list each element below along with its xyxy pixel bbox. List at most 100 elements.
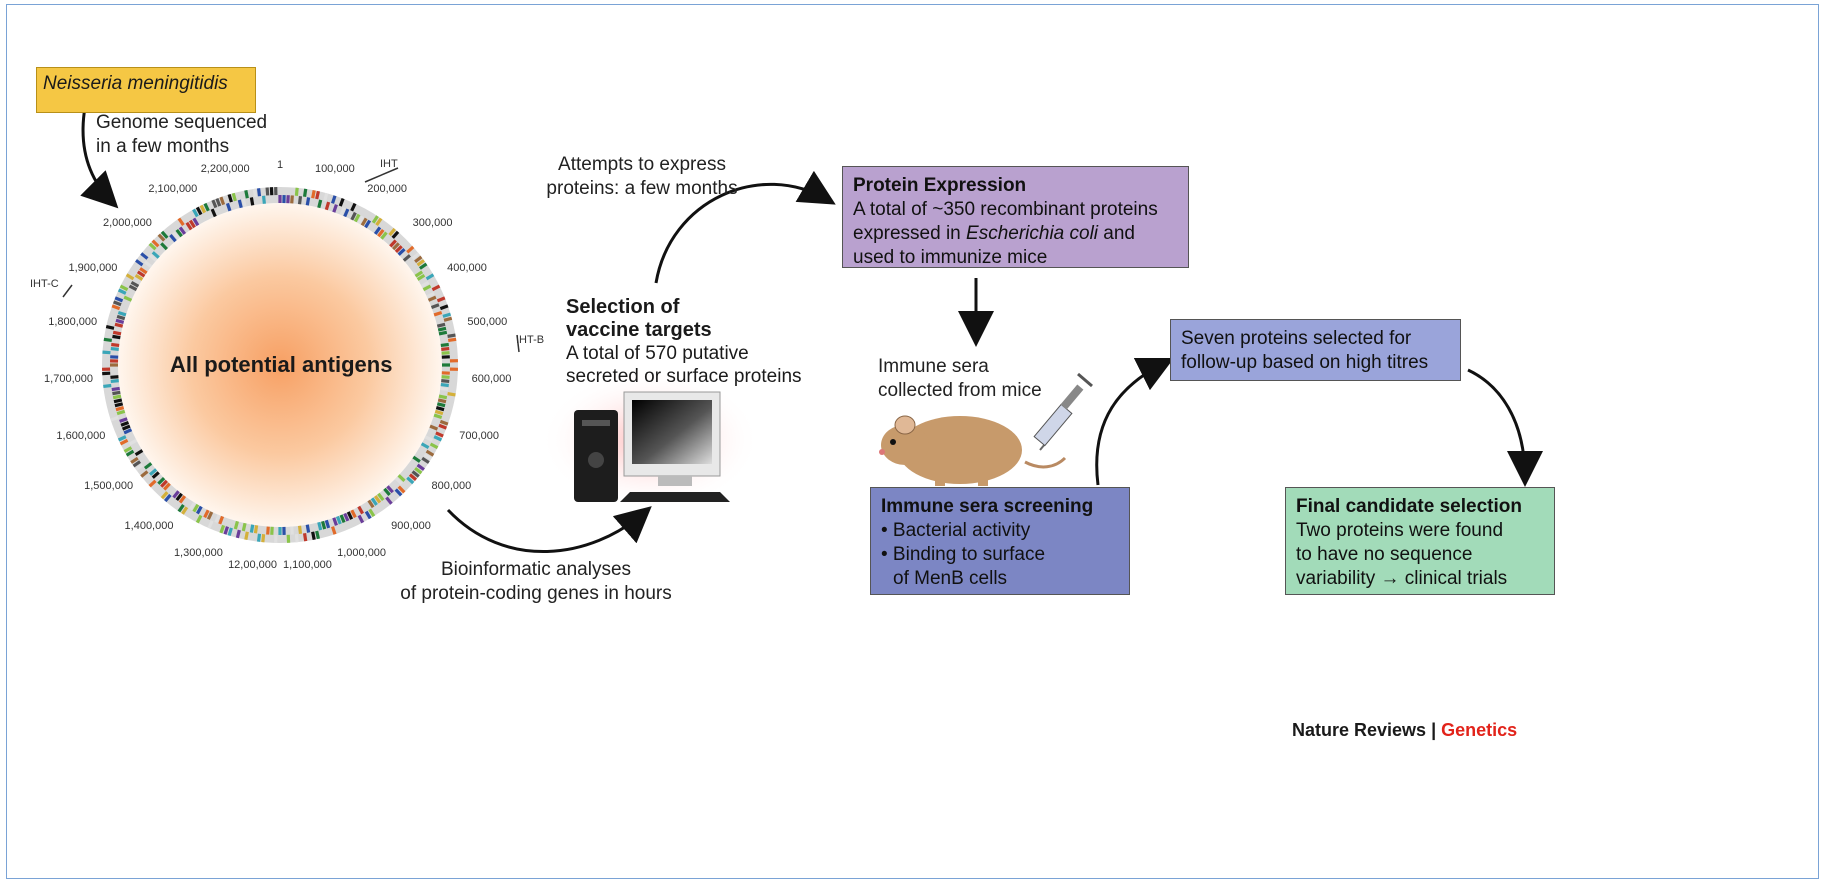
genome-tick-label: 2,100,000 xyxy=(148,182,198,195)
gene-bar xyxy=(111,342,120,348)
genome-tick-label: 1,600,000 xyxy=(56,429,106,442)
gene-bar xyxy=(364,219,372,229)
gene-bar xyxy=(134,449,144,457)
gene-bar xyxy=(120,420,130,427)
gene-bar xyxy=(332,204,338,213)
genome-sequenced-line: in a few months xyxy=(96,136,230,157)
gene-bar xyxy=(439,304,449,311)
gene-bar xyxy=(163,482,171,491)
immune-sera-line: collected from mice xyxy=(878,380,1042,401)
gene-bar xyxy=(192,217,200,227)
gene-bar xyxy=(383,487,391,496)
genome-tick-label: 200,000 xyxy=(367,182,408,195)
gene-bar xyxy=(435,431,444,438)
gene-bar xyxy=(414,466,423,475)
gene-bar xyxy=(370,497,378,506)
gene-bar xyxy=(436,296,446,303)
gene-bar xyxy=(151,251,160,259)
gene-bar xyxy=(123,295,133,302)
journal-name: Nature Reviews xyxy=(1292,720,1427,740)
gene-bar xyxy=(139,267,148,275)
attempts-line: Attempts to express xyxy=(558,154,726,175)
gene-bar xyxy=(175,228,183,238)
gene-bar xyxy=(199,204,207,214)
gene-bar xyxy=(195,505,203,515)
attempts-label: Attempts to express proteins: a few mont… xyxy=(532,153,752,201)
gene-bar xyxy=(360,217,368,227)
species-label: Neisseria meningitidis xyxy=(43,73,228,94)
gene-bar xyxy=(116,409,126,416)
gene-bar xyxy=(117,435,127,442)
gene-bar xyxy=(110,416,119,422)
screening-bullet: of MenB cells xyxy=(893,568,1008,589)
gene-bar xyxy=(266,526,270,535)
gene-bar xyxy=(339,514,346,524)
gene-bar xyxy=(203,202,210,212)
gene-bar xyxy=(438,423,448,430)
genome-tick-label: 800,000 xyxy=(431,479,472,492)
genome-tick-label: 1,000,000 xyxy=(337,546,387,559)
gene-bar xyxy=(135,259,144,267)
gene-bar xyxy=(424,435,434,442)
genome-tick-label: 700,000 xyxy=(459,429,499,442)
gene-bar xyxy=(130,456,139,464)
seven-proteins-line: follow-up based on high titres xyxy=(1181,352,1429,373)
protein-expression-line: expressed in Escherichia coli and xyxy=(853,222,1178,246)
gene-bar xyxy=(406,476,415,485)
genome-tick-label: 300,000 xyxy=(412,216,453,229)
gene-bar xyxy=(433,310,443,317)
gene-bar xyxy=(235,529,241,539)
gene-bar xyxy=(408,473,418,482)
iht-b-label: IHT-B xyxy=(516,334,545,346)
iht-c-marker xyxy=(62,284,73,298)
genome-tick-label: 600,000 xyxy=(471,373,512,386)
gene-bar xyxy=(132,460,142,468)
gene-bar xyxy=(414,255,423,264)
gene-bar xyxy=(436,402,446,408)
gene-bar xyxy=(192,208,199,218)
gene-bar xyxy=(338,197,345,207)
screening-bullet: • Bacterial activity xyxy=(881,520,1031,541)
gene-bar xyxy=(203,509,210,519)
gene-bar xyxy=(160,230,169,239)
gene-bar xyxy=(256,188,262,197)
gene-bar xyxy=(302,532,308,542)
gene-bar xyxy=(244,190,249,199)
gene-bar xyxy=(125,449,135,457)
gene-bar xyxy=(311,531,316,540)
gene-bar xyxy=(219,196,226,206)
gene-bar xyxy=(443,316,453,322)
gene-bar xyxy=(332,517,338,526)
selection-line: secreted or surface proteins xyxy=(566,366,802,387)
screening-title: Immune sera screening xyxy=(881,496,1094,517)
gene-bar xyxy=(135,463,144,471)
gene-bar xyxy=(157,233,166,242)
arrow-bioinformatic xyxy=(446,506,652,553)
gene-bar xyxy=(172,231,180,240)
journal-credit: Nature Reviews | Genetics xyxy=(1292,720,1517,741)
genome-tick-label: 1,800,000 xyxy=(48,315,98,328)
gene-bar xyxy=(214,514,221,524)
gene-bar xyxy=(114,322,124,328)
gene-bar xyxy=(111,304,121,311)
gene-bar xyxy=(367,499,375,509)
screening-bullet: • Binding to surface xyxy=(881,544,1046,565)
gene-bar xyxy=(241,198,247,208)
gene-bar xyxy=(177,503,185,513)
gene-bar xyxy=(317,199,323,209)
arrow-genome-sequenced xyxy=(80,106,119,209)
gene-bar xyxy=(447,333,456,338)
iht-marker xyxy=(364,167,399,183)
gene-bar xyxy=(377,228,385,238)
gene-bar xyxy=(416,259,425,267)
gene-bar xyxy=(440,386,449,392)
gene-bar xyxy=(435,406,445,412)
gene-bar xyxy=(218,515,225,525)
genome-tick-label: 1 xyxy=(276,159,284,171)
gene-bar xyxy=(177,217,185,227)
gene-bar xyxy=(134,273,144,281)
gene-bar xyxy=(339,206,346,216)
gene-bar xyxy=(181,506,189,515)
gene-bar xyxy=(317,521,323,531)
gene-bar xyxy=(256,533,262,542)
